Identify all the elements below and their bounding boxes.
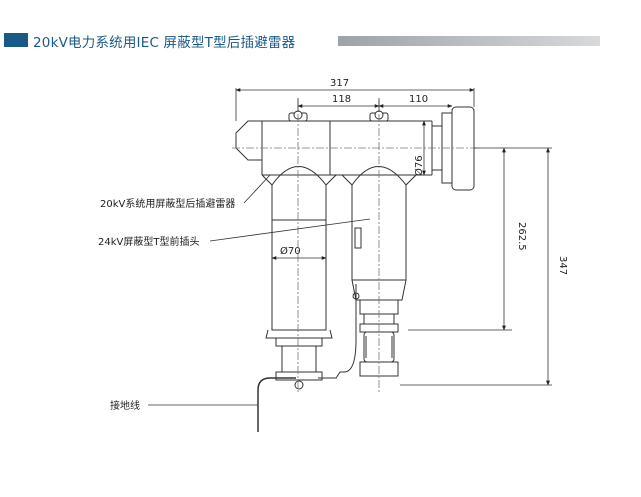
rear-cap xyxy=(235,120,262,161)
flange xyxy=(451,106,475,191)
header-divider-bar xyxy=(338,36,600,46)
dimension-texts: 317 118 110 Ø76 Ø70 262.5 347 xyxy=(280,78,568,275)
dim-right-span: 110 xyxy=(409,94,428,105)
dimension-lines xyxy=(148,88,552,406)
dim-left-span: 118 xyxy=(332,94,351,105)
label-arrester: 20kV系统用屏蔽型后插避雷器 xyxy=(100,197,235,210)
device-outline xyxy=(235,106,475,432)
page-header: 20kV电力系统用IEC 屏蔽型T型后插避雷器 xyxy=(0,0,641,56)
dim-body-diameter: Ø70 xyxy=(280,245,301,257)
page-title: 20kV电力系统用IEC 屏蔽型T型后插避雷器 xyxy=(33,35,296,51)
centerlines xyxy=(232,100,480,392)
dim-height-upper: 262.5 xyxy=(516,222,527,251)
header-accent-block xyxy=(4,33,28,47)
callout-labels: 20kV系统用屏蔽型后插避雷器 24kV屏蔽型T型前插头 接地线 xyxy=(98,197,235,412)
dim-bushing-diameter: Ø76 xyxy=(413,155,425,176)
label-ground-wire: 接地线 xyxy=(110,399,140,412)
label-connector: 24kV屏蔽型T型前插头 xyxy=(98,235,199,248)
dim-height-total: 347 xyxy=(557,256,568,275)
dim-total-width: 317 xyxy=(330,78,349,89)
